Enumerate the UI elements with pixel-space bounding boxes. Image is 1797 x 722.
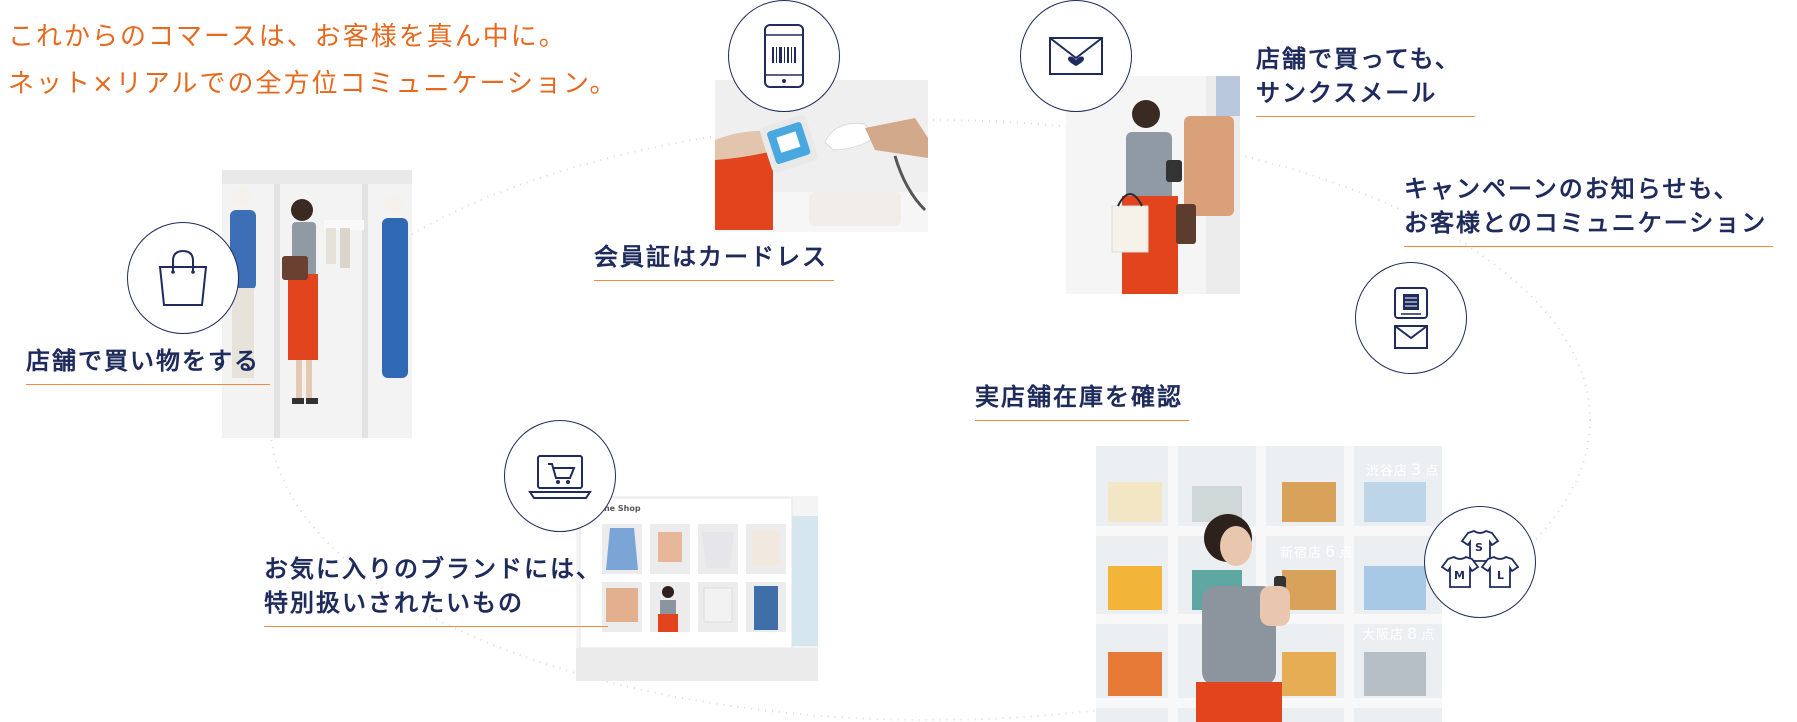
- online-shop-title: Online Shop: [586, 504, 641, 513]
- campaign-label-line2: お客様とのコミュニケーション: [1404, 209, 1768, 237]
- shopping-bag-icon: [158, 249, 208, 306]
- smartphone-barcode-icon: [764, 24, 804, 88]
- size-s-label: S: [1475, 541, 1483, 554]
- card-label: 会員証はカードレス: [594, 240, 834, 281]
- stock-count: 8: [1407, 624, 1419, 643]
- stock-store-name: 渋谷店: [1366, 464, 1409, 479]
- stock-count: 6: [1325, 542, 1337, 561]
- size-m-label: M: [1454, 569, 1465, 582]
- thanks-label-line2: サンクスメール: [1256, 79, 1438, 107]
- tshirt-sizes-icon: S M L: [1440, 529, 1520, 595]
- thanks-circle: [1020, 0, 1132, 112]
- stock-label: 実店舗在庫を確認: [975, 380, 1189, 421]
- thanks-label: 店舗で買っても、 サンクスメール: [1256, 42, 1475, 117]
- stock-circle: S M L: [1424, 506, 1536, 618]
- shop-circle: [127, 222, 239, 334]
- membership-scan-photo: [715, 80, 928, 232]
- campaign-label-line1: キャンペーンのお知らせも、: [1404, 175, 1740, 203]
- headline-line1: これからのコマースは、お客様を真ん中に。: [8, 22, 567, 52]
- laptop-cart-icon: [528, 455, 592, 499]
- card-circle: [728, 0, 840, 112]
- stock-unit: 点: [1421, 628, 1436, 643]
- stock-store-name: 大阪店: [1362, 628, 1405, 643]
- campaign-circle: [1355, 262, 1467, 374]
- headline-line2: ネット×リアルでの全方位コミュニケーション。: [8, 69, 618, 99]
- mail-newsletter-icon: [1394, 287, 1428, 349]
- headline: これからのコマースは、お客様を真ん中に。 ネット×リアルでの全方位コミュニケーシ…: [8, 14, 617, 108]
- campaign-label: キャンペーンのお知らせも、 お客様とのコミュニケーション: [1404, 172, 1774, 247]
- favorite-label: お気に入りのブランドには、 特別扱いされたいもの: [264, 552, 608, 627]
- stock-unit: 点: [1425, 464, 1440, 479]
- online-shop-photo: Online Shop: [576, 496, 818, 681]
- stock-count: 3: [1411, 460, 1423, 479]
- store-shopping-photo: [222, 170, 412, 438]
- envelope-heart-icon: [1049, 37, 1103, 75]
- stock-unit: 点: [1339, 546, 1354, 561]
- favorite-label-line1: お気に入りのブランドには、: [264, 555, 602, 583]
- thanks-label-line1: 店舗で買っても、: [1256, 45, 1461, 73]
- shop-label: 店舗で買い物をする: [26, 344, 270, 385]
- size-l-label: L: [1497, 569, 1505, 582]
- favorite-label-line2: 特別扱いされたいもの: [264, 589, 524, 617]
- favorite-circle: [504, 420, 616, 532]
- shopper-phone-photo: [1066, 76, 1240, 294]
- stock-store-name: 新宿店: [1280, 546, 1323, 561]
